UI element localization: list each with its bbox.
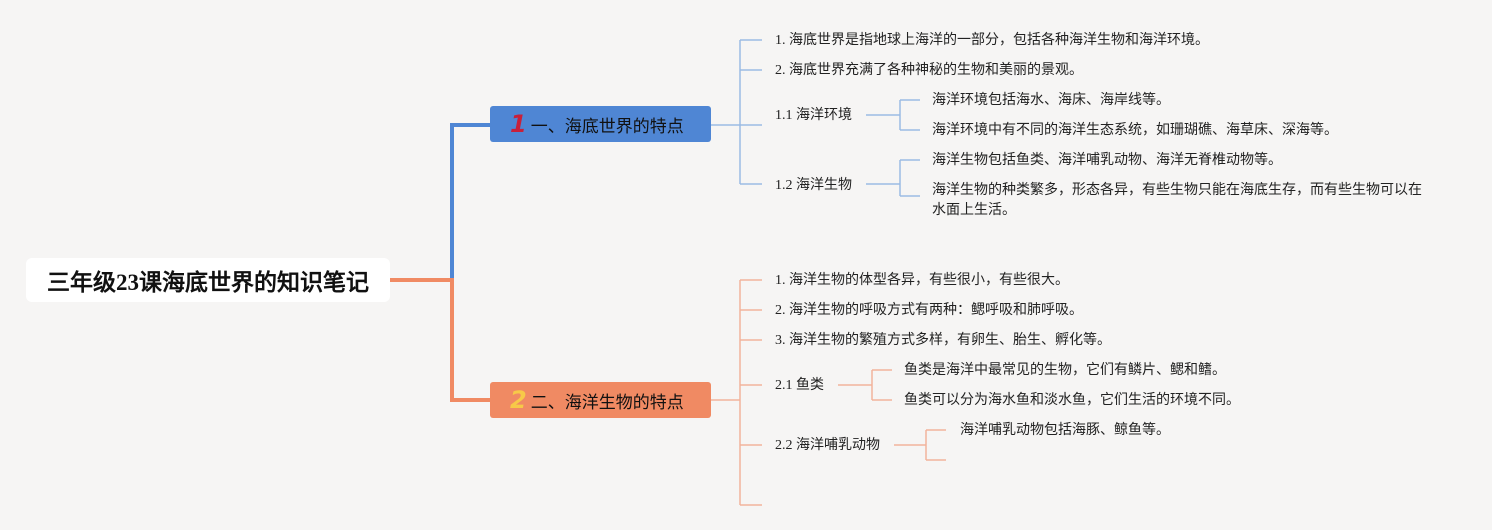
branch2-number-marker: 2 xyxy=(510,386,527,414)
sub-2-1-item-2[interactable]: 鱼类可以分为海水鱼和淡水鱼，它们生活的环境不同。 xyxy=(904,393,1240,408)
sub12-bracket xyxy=(866,159,920,197)
root-title: 三年级23课海底世界的知识笔记 xyxy=(47,270,369,295)
branch-topic-2[interactable]: 2 二、海洋生物的特点 xyxy=(490,382,711,418)
sub21-bracket xyxy=(838,369,892,401)
branch1-number-marker: 1 xyxy=(510,110,527,138)
branch1-bracket xyxy=(711,39,762,185)
branch-topic-1[interactable]: 1 一、海底世界的特点 xyxy=(490,106,711,142)
root-to-branch2-line xyxy=(390,278,490,402)
branch1-item-2[interactable]: 2. 海底世界充满了各种神秘的生物和美丽的景观。 xyxy=(775,63,1083,78)
branch2-bracket xyxy=(711,279,762,506)
root-topic[interactable]: 三年级23课海底世界的知识笔记 xyxy=(26,258,390,302)
sub-1-2-item-1[interactable]: 海洋生物包括鱼类、海洋哺乳动物、海洋无脊椎动物等。 xyxy=(932,153,1282,168)
sub-topic-1-1[interactable]: 1.1 海洋环境 xyxy=(775,108,852,123)
sub22-bracket xyxy=(894,429,946,461)
sub-topic-1-2[interactable]: 1.2 海洋生物 xyxy=(775,178,852,193)
sub-topic-2-1[interactable]: 2.1 鱼类 xyxy=(775,378,824,393)
branch2-title: 二、海洋生物的特点 xyxy=(530,392,684,412)
branch2-item-1[interactable]: 1. 海洋生物的体型各异，有些很小，有些很大。 xyxy=(775,273,1069,288)
sub-2-1-item-1[interactable]: 鱼类是海洋中最常见的生物，它们有鳞片、鳃和鳍。 xyxy=(904,363,1226,378)
root-to-branch1-line xyxy=(390,123,490,282)
sub-2-2-item-1[interactable]: 海洋哺乳动物包括海豚、鲸鱼等。 xyxy=(960,423,1170,438)
sub11-bracket xyxy=(866,99,920,131)
sub-topic-2-2[interactable]: 2.2 海洋哺乳动物 xyxy=(775,438,880,453)
sub-1-1-item-2[interactable]: 海洋环境中有不同的海洋生态系统，如珊瑚礁、海草床、深海等。 xyxy=(932,123,1338,138)
branch2-item-3[interactable]: 3. 海洋生物的繁殖方式多样，有卵生、胎生、孵化等。 xyxy=(775,333,1111,348)
branch1-item-1[interactable]: 1. 海底世界是指地球上海洋的一部分，包括各种海洋生物和海洋环境。 xyxy=(775,33,1209,48)
sub-1-2-item-2[interactable]: 海洋生物的种类繁多，形态各异，有些生物只能在海底生存，而有些生物可以在水面上生活… xyxy=(932,183,1422,218)
branch1-title: 一、海底世界的特点 xyxy=(530,116,684,136)
sub-1-1-item-1[interactable]: 海洋环境包括海水、海床、海岸线等。 xyxy=(932,93,1170,108)
branch2-item-2[interactable]: 2. 海洋生物的呼吸方式有两种：鳃呼吸和肺呼吸。 xyxy=(775,303,1083,318)
